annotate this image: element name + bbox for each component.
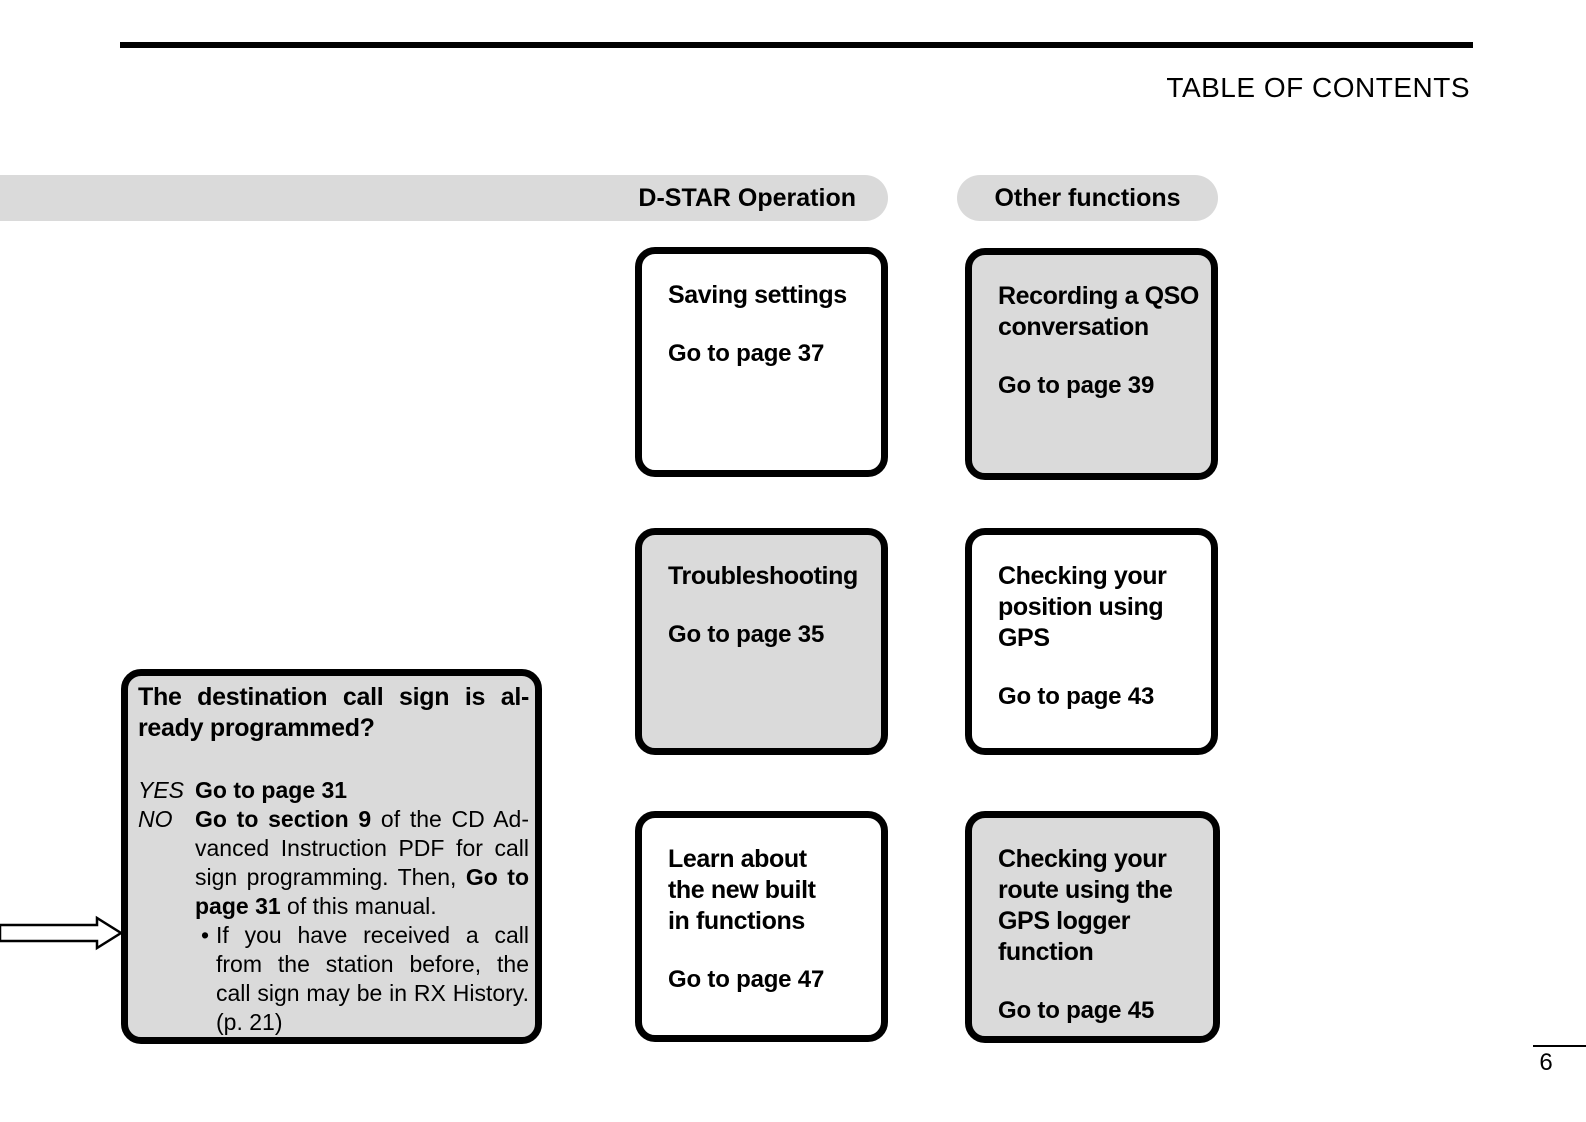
decision-box-destination-call-sign: The destination call sign is al-ready pr… — [121, 669, 542, 1044]
yes-row: YES Go to page 31 — [138, 776, 529, 805]
flow-box-saving-settings: Saving settings Go to page 37 — [635, 247, 888, 477]
yes-text: Go to page 31 — [195, 777, 348, 803]
yes-label: YES — [138, 777, 185, 803]
box-goto-page: Go to page 37 — [668, 340, 825, 367]
box-title: Saving settings — [668, 281, 847, 309]
flow-box-troubleshooting: Troubleshooting Go to page 35 — [635, 528, 888, 755]
top-rule — [120, 42, 1473, 48]
arrow-right-icon — [0, 915, 124, 951]
bullet-icon: • — [201, 922, 210, 948]
page-number-rule — [1533, 1045, 1586, 1047]
no-text: Go to section 9 of the CD Ad-vanced Inst… — [195, 805, 529, 1037]
box-goto-page: Go to page 35 — [668, 621, 825, 648]
no-row: NO Go to section 9 of the CD Ad-vanced I… — [138, 805, 529, 1037]
box-goto-page: Go to page 39 — [998, 372, 1155, 399]
box-goto-page: Go to page 47 — [668, 966, 825, 993]
decision-box-title: The destination call sign is al-ready pr… — [138, 683, 529, 742]
decision-box-body: YES Go to page 31 NO Go to section 9 of … — [138, 776, 529, 1037]
box-goto-page: Go to page 45 — [998, 997, 1155, 1024]
section-header-other-functions: Other functions — [957, 175, 1218, 221]
page-number: 6 — [1539, 1049, 1553, 1076]
no-text-lines: Go to section 9 of the CD Ad-vanced Inst… — [195, 806, 529, 919]
page-title: TABLE OF CONTENTS — [1166, 72, 1470, 103]
section-header-dstar-operation: D-STAR Operation — [0, 175, 888, 221]
box-goto-page: Go to page 43 — [998, 683, 1155, 710]
box-title: Troubleshooting — [668, 562, 858, 590]
no-label: NO — [138, 806, 173, 832]
